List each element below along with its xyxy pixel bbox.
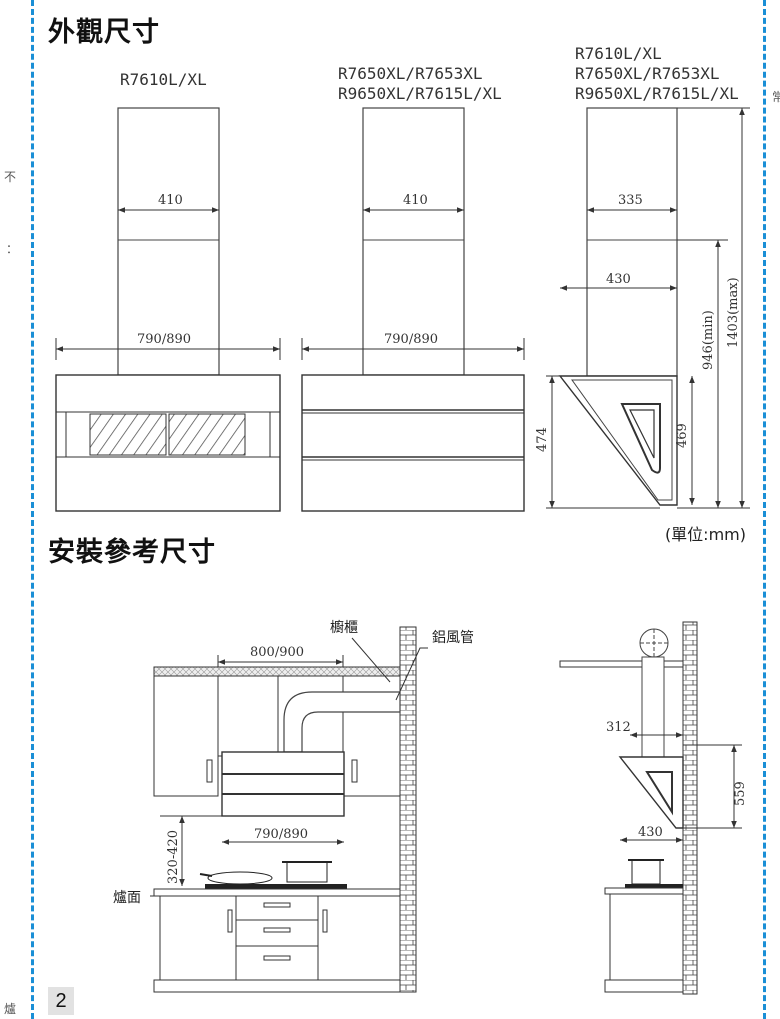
- installation-dimensions-title: 安裝參考尺寸: [48, 537, 216, 568]
- install-hood: [221, 751, 345, 817]
- side-hood-height: 469: [675, 423, 690, 448]
- left-chimney: [117, 107, 220, 376]
- edge-char-right-top: 常: [772, 90, 780, 104]
- model-label-left: R7610L/XL: [120, 70, 207, 89]
- left-body-width: 790/890: [137, 332, 191, 347]
- exterior-dimensions-title: 外觀尺寸: [48, 17, 160, 48]
- left-dashed-border: [31, 0, 34, 1019]
- side-max-height: 1403(max): [726, 277, 741, 348]
- middle-top-width: 410: [403, 193, 428, 208]
- model-label-middle: R7650XL/R7653XL R9650XL/R7615L/XL: [338, 64, 502, 103]
- middle-body-width: 790/890: [384, 332, 438, 347]
- side-brick-wall: [682, 621, 698, 995]
- model-label-right: R7610L/XL R7650XL/R7653XL R9650XL/R7615L…: [575, 44, 739, 103]
- upper-cabinet-left: [153, 675, 219, 797]
- side-body-height: 474: [535, 427, 550, 452]
- install-side-hood: [618, 756, 684, 829]
- stove-surface-label: 爐面: [113, 890, 141, 906]
- install-hood-width: 790/890: [254, 827, 308, 842]
- install-side-depth: 312: [606, 720, 631, 735]
- install-side-diagram: 312 559 430: [559, 621, 748, 995]
- middle-chimney: [362, 107, 465, 376]
- side-mid-depth: 430: [606, 272, 631, 287]
- install-side-base-depth: 430: [638, 825, 663, 840]
- left-top-width: 410: [158, 193, 183, 208]
- right-dashed-border: [763, 0, 766, 1019]
- page-number: 2: [48, 987, 74, 1015]
- aluminum-duct: [283, 691, 401, 753]
- stove-height: 320-420: [166, 830, 181, 884]
- cabinet-label: 櫥櫃: [330, 619, 358, 636]
- install-side-height: 559: [733, 781, 748, 806]
- unit-note: (單位:mm): [664, 525, 746, 544]
- install-cabinet-width: 800/900: [250, 645, 304, 660]
- middle-hood-body: [301, 374, 525, 512]
- side-view: 335 430 474 469 946(min) 1403(max): [535, 107, 750, 509]
- brick-wall: [399, 626, 417, 993]
- install-front-diagram: 800/900 櫥櫃 鋁風管 790/890 320-420 爐面: [113, 619, 474, 993]
- side-hood-body: [558, 375, 678, 506]
- edge-char-left-mid: ：: [6, 242, 19, 256]
- side-top-depth: 335: [618, 193, 643, 208]
- front-view-left: 410 790/890: [55, 107, 281, 512]
- edge-char-left-top: 不: [4, 170, 17, 184]
- front-view-middle: 410 790/890: [301, 107, 525, 512]
- duct-label: 鋁風管: [432, 630, 474, 646]
- side-min-height: 946(min): [701, 310, 716, 370]
- base-cabinet: [159, 895, 401, 981]
- edge-char-left-bottom: 爐: [4, 1002, 17, 1016]
- side-chimney: [586, 107, 678, 377]
